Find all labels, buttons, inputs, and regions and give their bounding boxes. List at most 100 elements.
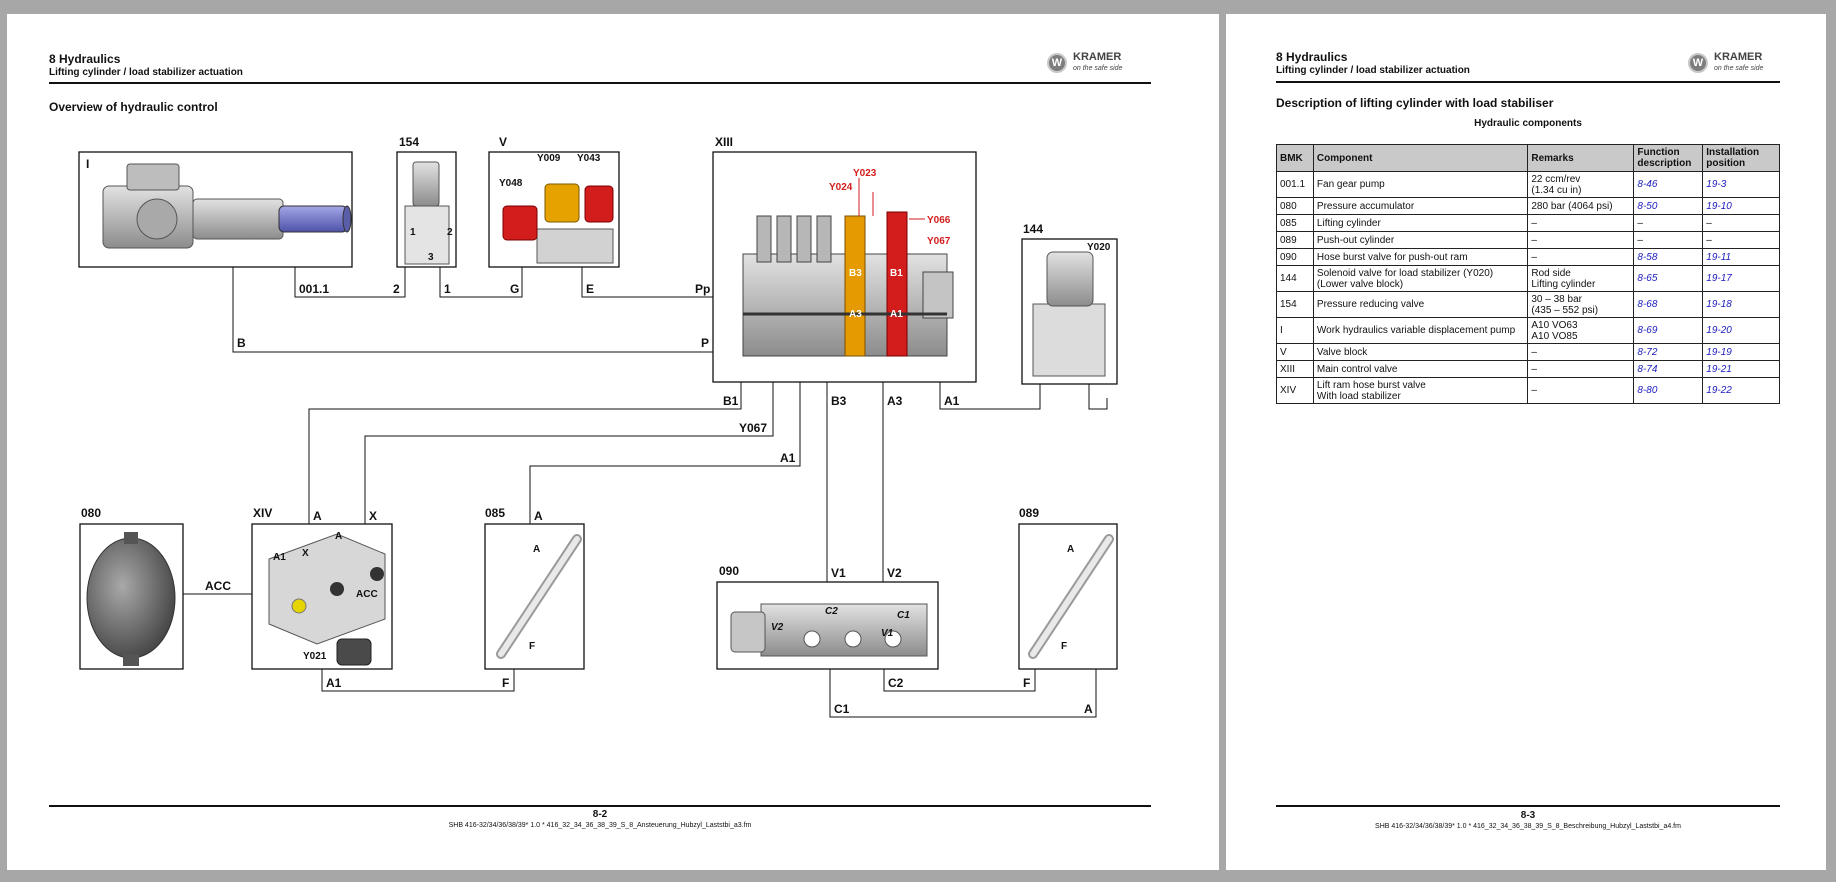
line-label-ACC: ACC <box>205 579 231 593</box>
label-xiv-x: X <box>302 548 309 559</box>
table-cell: 280 bar (4064 psi) <box>1527 197 1635 215</box>
line-E-Pp <box>581 267 713 298</box>
label-xiv-a: A <box>335 531 342 542</box>
label-y023: Y023 <box>853 168 877 179</box>
table-cell: 30 – 38 bar (435 – 552 psi) <box>1527 291 1635 318</box>
header-rule <box>1276 81 1780 83</box>
frame-V <box>488 151 620 268</box>
line-label-C2: C2 <box>888 676 904 690</box>
table-cell: 19-19 <box>1702 343 1780 361</box>
component-code-085: 085 <box>485 506 505 520</box>
table-cell: 8-50 <box>1633 197 1704 215</box>
table-cell: Rod side Lifting cylinder <box>1527 265 1635 292</box>
line-Y067-XIVX <box>364 382 774 524</box>
table-cell: 19-21 <box>1702 360 1780 378</box>
table-cell: Fan gear pump <box>1312 171 1529 198</box>
chapter-subtitle: Lifting cylinder / load stabilizer actua… <box>49 67 243 78</box>
table-cell: 8-80 <box>1633 377 1704 404</box>
table-cell: – <box>1527 377 1635 404</box>
line-A1-F <box>321 669 515 692</box>
label-089-a: A <box>1067 544 1074 555</box>
label-xiv-a1: A1 <box>273 552 286 563</box>
valve-V-illustration <box>502 183 614 264</box>
table-cell: Pressure accumulator <box>1312 197 1529 215</box>
line-label-xiv-X: X <box>369 509 377 523</box>
logo-badge-icon: W <box>1047 53 1067 73</box>
table-cell: V <box>1276 343 1314 361</box>
table-cell: Lifting cylinder <box>1312 214 1529 232</box>
line-label-B: B <box>237 336 246 350</box>
logo-tagline: on the safe side <box>1714 65 1764 72</box>
table-cell: Hose burst valve for push-out ram <box>1312 248 1529 266</box>
table-cell: 8-46 <box>1633 171 1704 198</box>
column-header: BMK <box>1276 144 1314 172</box>
component-code-144: 144 <box>1023 222 1043 236</box>
line-label-2: 2 <box>393 282 400 296</box>
table-cell: – <box>1527 214 1635 232</box>
line-label-V2: V2 <box>887 566 902 580</box>
table-cell: 001.1 <box>1276 171 1314 198</box>
page-header: 8 Hydraulics Lifting cylinder / load sta… <box>49 52 243 78</box>
section-title: Overview of hydraulic control <box>49 100 218 114</box>
valve-144-illustration <box>1032 251 1106 377</box>
valve-XIII-illustration <box>742 178 954 357</box>
label-085-f: F <box>529 641 535 652</box>
pump-I-illustration <box>102 163 352 249</box>
header-rule <box>49 82 1151 84</box>
table-cell: 19-17 <box>1702 265 1780 292</box>
table-cell: 19-11 <box>1702 248 1780 266</box>
label-y066: Y066 <box>927 215 951 226</box>
table-cell: XIV <box>1276 377 1314 404</box>
chapter-title: 8 Hydraulics <box>49 52 121 66</box>
line-label-1: 1 <box>444 282 451 296</box>
table-cell: I <box>1276 317 1314 344</box>
table-cell: Work hydraulics variable displacement pu… <box>1312 317 1529 344</box>
table-cell: Push-out cylinder <box>1312 231 1529 249</box>
line-1-G <box>439 267 523 298</box>
label-154-port-2: 2 <box>447 227 453 238</box>
file-reference: SHB 416-32/34/36/38/39* 1.0 * 416_32_34_… <box>448 822 752 829</box>
table-caption: Hydraulic components <box>1474 118 1582 129</box>
chapter-title: 8 Hydraulics <box>1276 50 1348 64</box>
table-cell: Lift ram hose burst valve With load stab… <box>1312 377 1529 404</box>
logo-tagline: on the safe side <box>1073 65 1123 72</box>
label-090-c2: C2 <box>825 606 838 617</box>
line-C2-F <box>883 669 1036 692</box>
footer-rule <box>49 805 1151 807</box>
column-header: Installation position <box>1702 144 1780 172</box>
line-A1-144 <box>939 382 1041 410</box>
line-label-C1: C1 <box>834 702 850 716</box>
table-cell: 085 <box>1276 214 1314 232</box>
component-code-154: 154 <box>399 135 419 149</box>
label-xiii-a3: A3 <box>849 309 862 320</box>
label-090-v1: V1 <box>881 628 894 639</box>
accumulator-080-illustration <box>86 532 176 666</box>
table-cell: 8-69 <box>1633 317 1704 344</box>
table-cell: – <box>1527 360 1635 378</box>
table-cell: – <box>1633 214 1704 232</box>
section-title: Description of lifting cylinder with loa… <box>1276 96 1554 110</box>
label-y048: Y048 <box>499 178 523 189</box>
table-cell: 8-72 <box>1633 343 1704 361</box>
line-label-E: E <box>586 282 594 296</box>
footer-rule <box>1276 805 1780 807</box>
table-cell: 19-18 <box>1702 291 1780 318</box>
table-cell: 8-74 <box>1633 360 1704 378</box>
table-cell: – <box>1633 231 1704 249</box>
table-header-row: BMK Component Remarks Function descripti… <box>1276 144 1780 172</box>
logo-brand: KRAMER <box>1073 51 1122 63</box>
line-label-B1: B1 <box>723 394 739 408</box>
frame-144 <box>1021 238 1118 385</box>
file-reference: SHB 416-32/34/36/38/39* 1.0 * 416_32_34_… <box>1375 823 1681 830</box>
line-B-P <box>232 267 713 353</box>
table-cell: Valve block <box>1312 343 1529 361</box>
label-y043: Y043 <box>577 153 601 164</box>
label-xiv-acc: ACC <box>356 589 378 600</box>
logo-brand: KRAMER <box>1714 51 1763 63</box>
table-cell: 19-22 <box>1702 377 1780 404</box>
right-page: 8 Hydraulics Lifting cylinder / load sta… <box>1226 14 1826 870</box>
